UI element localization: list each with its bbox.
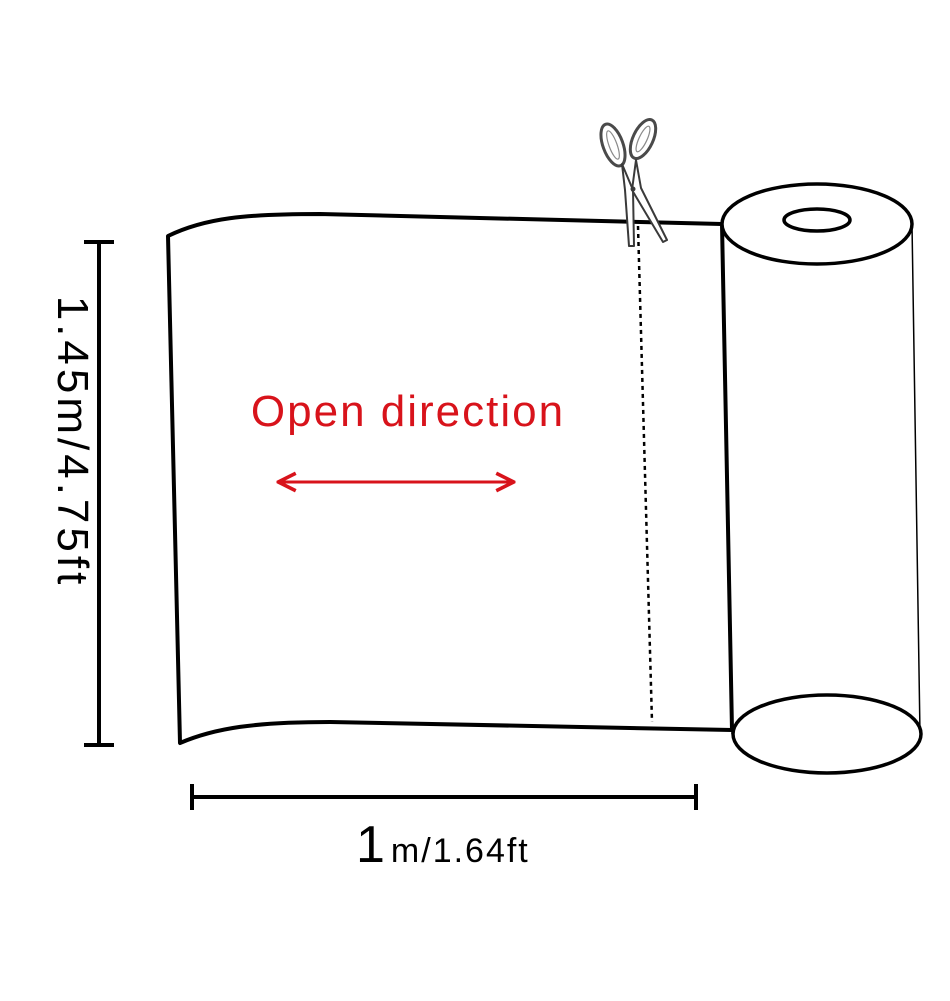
roll-body xyxy=(721,223,921,735)
width-label-unit: m/1.64ft xyxy=(391,832,530,870)
roll-core xyxy=(782,207,852,233)
scissors-icon xyxy=(599,118,668,247)
roll-bottom-end xyxy=(731,693,923,775)
width-label-number: 1 xyxy=(356,816,385,874)
width-dimension xyxy=(190,784,698,810)
fabric-sheet xyxy=(166,212,734,745)
cut-line xyxy=(636,225,654,723)
open-direction-label: Open direction xyxy=(251,387,565,436)
height-label: 1.45m/4.75ft xyxy=(48,296,97,589)
height-dimension xyxy=(84,240,114,747)
